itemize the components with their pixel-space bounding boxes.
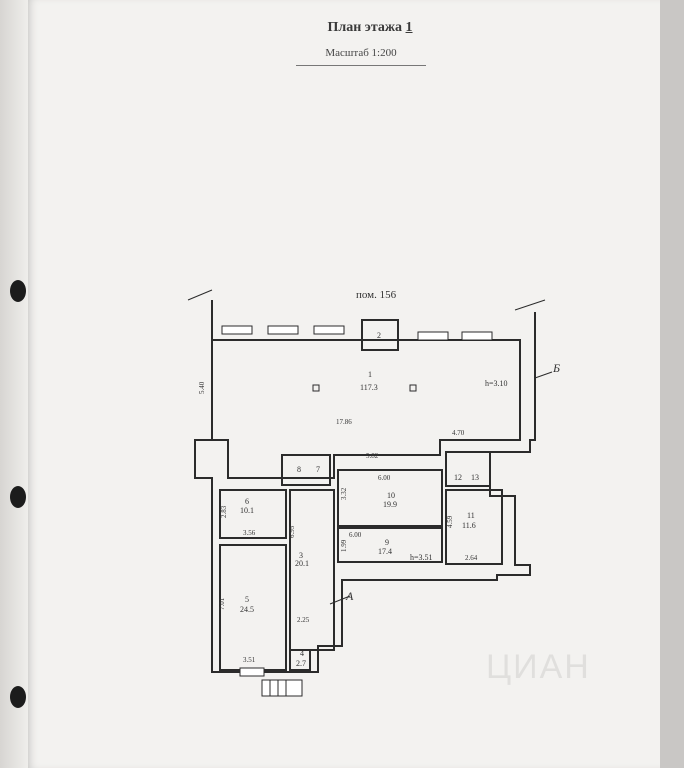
plan-title-text: План этажа — [327, 20, 403, 35]
room-4-wall — [289, 649, 311, 671]
room-area: 10.1 — [240, 506, 254, 515]
room-number: 9 — [385, 538, 389, 547]
dimension-label: 2.64 — [465, 554, 478, 562]
page-edge — [0, 0, 28, 768]
room-number: 4 — [300, 649, 304, 658]
outer-wall — [194, 300, 536, 673]
room-number: 11 — [467, 511, 475, 520]
dimension-label: 3.51 — [243, 656, 256, 664]
dimension-label: 17.86 — [336, 418, 352, 426]
room-10-wall — [337, 469, 443, 527]
room-number: 7 — [316, 465, 320, 474]
adjacent-room-label: пом. 156 — [356, 289, 397, 301]
room-number: 3 — [299, 551, 303, 560]
dimension-label: 6.95 — [288, 525, 296, 538]
room-area: 17.4 — [378, 547, 392, 556]
room-2-wall — [361, 319, 399, 351]
room-area: 19.9 — [383, 500, 397, 509]
room-number: 10 — [387, 491, 395, 500]
room-number: 6 — [245, 497, 249, 506]
room-9-wall — [337, 527, 443, 563]
room-area: 20.1 — [295, 559, 309, 568]
room-area: 11.6 — [462, 521, 476, 530]
stair-wall — [281, 454, 331, 486]
dimension-label: 5.82 — [366, 452, 379, 460]
punch-hole — [10, 280, 26, 302]
plan-title: План этажа 1 — [270, 20, 470, 36]
dimension-label: 6.00 — [349, 531, 362, 539]
height-room-9-label: h=3.51 — [410, 553, 433, 562]
room-number: 12 — [454, 473, 462, 482]
dimension-label: 1.99 — [340, 539, 348, 552]
dimension-label: 2.25 — [297, 616, 310, 624]
dimension-label: 3.56 — [243, 529, 256, 537]
height-main-label: h=3.10 — [485, 379, 508, 388]
room-11-wall — [445, 489, 503, 565]
dimension-label: 4.59 — [446, 515, 454, 528]
hall-wall — [212, 339, 521, 479]
room-number: 13 — [471, 473, 479, 482]
room-6-wall — [219, 489, 287, 539]
dimension-label: 7.01 — [218, 597, 226, 610]
room-number: 5 — [245, 595, 249, 604]
room-number: 8 — [297, 465, 301, 474]
room-area: 24.5 — [240, 605, 254, 614]
room-3-wall — [289, 489, 335, 651]
room-number: 1 — [368, 370, 372, 379]
document-sheet — [28, 0, 660, 768]
dimension-label: 5.40 — [198, 381, 206, 394]
room-area: 2.7 — [296, 659, 306, 668]
plan-scale: Масштаб 1:200 — [296, 47, 426, 66]
section-a-label: А — [345, 589, 354, 603]
punch-hole — [10, 686, 26, 708]
punch-hole — [10, 486, 26, 508]
dimension-label: 6.00 — [378, 474, 391, 482]
floor-number: 1 — [405, 20, 413, 35]
dimension-label: 2.83 — [220, 505, 228, 518]
section-b-label: Б — [552, 361, 560, 375]
room-area: 117.3 — [360, 383, 378, 392]
room-number: 2 — [377, 331, 381, 340]
room-12-13-wall — [445, 451, 491, 487]
dimension-label: 3.32 — [340, 487, 348, 500]
dimension-label: 4.70 — [452, 429, 465, 437]
watermark: ЦИАН — [486, 648, 591, 686]
